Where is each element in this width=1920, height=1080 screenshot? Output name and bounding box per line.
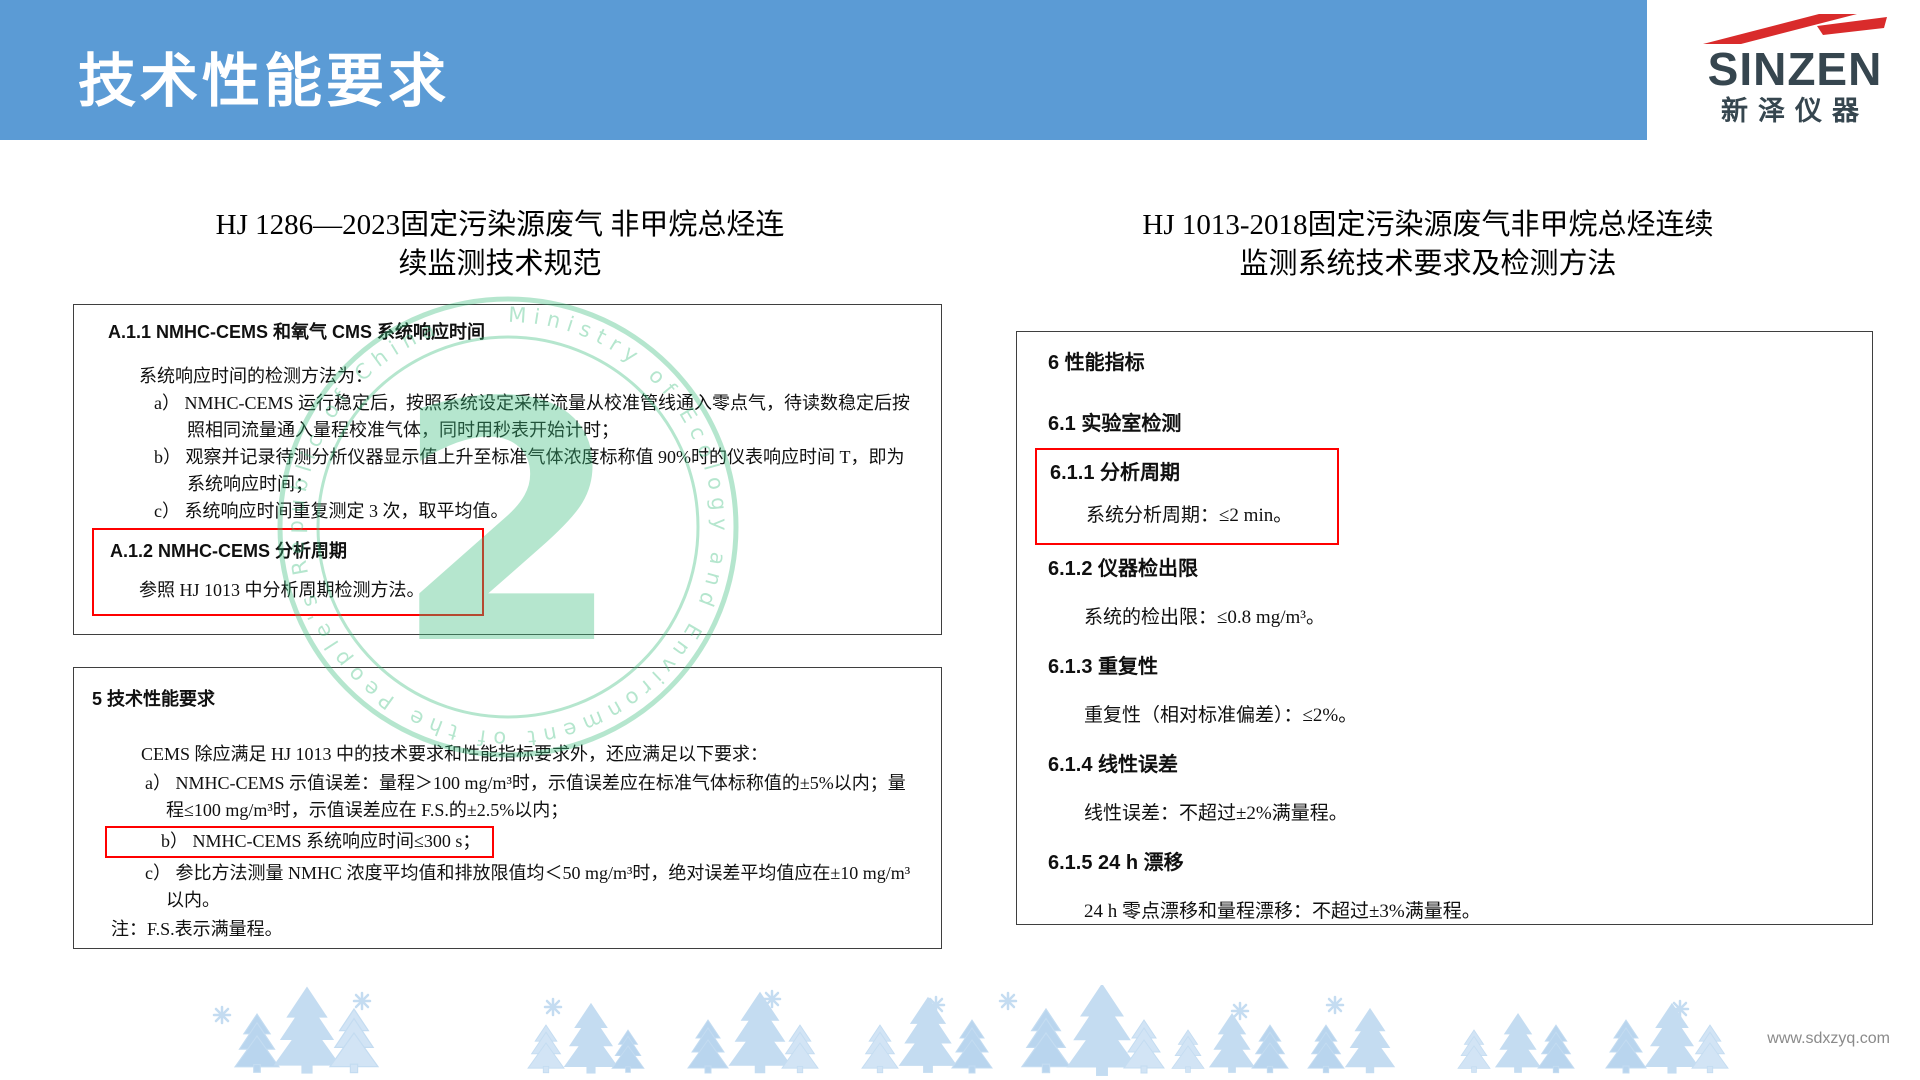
logo-brand-text: SINZEN <box>1707 43 1883 95</box>
clause-heading-5: 5 技术性能要求 <box>92 689 216 709</box>
section-heading-6-1-3: 6.1.3 重复性 <box>1048 656 1159 678</box>
logo-subtitle-text: 新泽仪器 <box>1721 96 1869 126</box>
clause-intro: 系统响应时间的检测方法为： <box>139 366 373 386</box>
section-heading-6-1-2: 6.1.2 仪器检出限 <box>1048 558 1199 580</box>
section-body-6-1-2: 系统的检出限：≤0.8 mg/m³。 <box>1084 607 1325 628</box>
right-doc-title-line1: HJ 1013-2018固定污染源废气非甲烷总烃连续 <box>1142 209 1714 241</box>
section-heading-6: 6 性能指标 <box>1048 352 1145 374</box>
highlight-box-analysis-cycle: A.1.2 NMHC-CEMS 分析周期 参照 HJ 1013 中分析周期检测方… <box>92 528 484 616</box>
right-doc-title: HJ 1013-2018固定污染源废气非甲烷总烃连续 监测系统技术要求及检测方法 <box>1028 206 1828 284</box>
website-url: www.sdxzyq.com <box>1767 1030 1890 1047</box>
clause-heading-a11: A.1.1 NMHC-CEMS 和氧气 CMS 系统响应时间 <box>108 322 486 342</box>
page-title: 技术性能要求 <box>78 49 451 114</box>
left-doc-title: HJ 1286—2023固定污染源废气 非甲烷总烃连 续监测技术规范 <box>100 206 900 284</box>
highlight-box-response-time: b） NMHC-CEMS 系统响应时间≤300 s； <box>105 826 495 858</box>
clause-5-item-b-row: b） NMHC-CEMS 系统响应时间≤300 s； <box>74 826 917 858</box>
section-heading-6-1-1: 6.1.1 分析周期 <box>1050 462 1181 484</box>
left-doc-title-line2: 续监测技术规范 <box>398 248 602 280</box>
section-heading-6-1: 6.1 实验室检测 <box>1048 413 1182 435</box>
clause-item-a: a） NMHC-CEMS 运行稳定后，按照系统设定采样流量从校准管线通入零点气，… <box>154 393 911 440</box>
clause-5-intro: CEMS 除应满足 HJ 1013 中的技术要求和性能指标要求外，还应满足以下要… <box>141 744 769 764</box>
section-body-6-1-5: 24 h 零点漂移和量程漂移：不超过±3%满量程。 <box>1084 901 1481 922</box>
logo-swoosh-icon <box>1703 14 1887 44</box>
header-banner: 技术性能要求 <box>0 0 1647 140</box>
left-doc-title-line1: HJ 1286—2023固定污染源废气 非甲烷总烃连 <box>215 209 785 241</box>
right-doc-box-indicators: 6 性能指标 6.1 实验室检测 6.1.1 分析周期 系统分析周期：≤2 mi… <box>1016 331 1873 925</box>
trees-snow-decoration <box>212 985 1729 1076</box>
clause-5-item-c: c） 参比方法测量 NMHC 浓度平均值和排放限值均＜50 mg/m³时，绝对误… <box>145 863 911 910</box>
clause-item-b: b） 观察并记录待测分析仪器显示值上升至标准气体浓度标称值 90%时的仪表响应时… <box>154 447 905 494</box>
highlight-box-analysis-period: 6.1.1 分析周期 系统分析周期：≤2 min。 <box>1035 448 1339 545</box>
left-doc-box-response-time: A.1.1 NMHC-CEMS 和氧气 CMS 系统响应时间 系统响应时间的检测… <box>73 304 942 635</box>
left-doc-box-performance: 5 技术性能要求 CEMS 除应满足 HJ 1013 中的技术要求和性能指标要求… <box>73 667 942 949</box>
section-body-6-1-4: 线性误差：不超过±2%满量程。 <box>1084 803 1348 824</box>
clause-5-note: 注：F.S.表示满量程。 <box>111 919 283 939</box>
clause-heading-a12: A.1.2 NMHC-CEMS 分析周期 <box>110 541 348 561</box>
section-body-6-1-3: 重复性（相对标准偏差）：≤2%。 <box>1084 705 1358 726</box>
clause-a12-text: 参照 HJ 1013 中分析周期检测方法。 <box>139 580 425 600</box>
clause-item-c: c） 系统响应时间重复测定 3 次，取平均值。 <box>154 501 509 521</box>
section-body-6-1-1: 系统分析周期：≤2 min。 <box>1086 505 1293 526</box>
clause-5-item-a: a） NMHC-CEMS 示值误差：量程＞100 mg/m³时，示值误差应在标准… <box>145 773 906 820</box>
section-heading-6-1-4: 6.1.4 线性误差 <box>1048 754 1179 776</box>
section-heading-6-1-5: 6.1.5 24 h 漂移 <box>1048 852 1184 874</box>
sinzen-logo: SINZEN 新泽仪器 <box>1688 12 1902 128</box>
right-doc-title-line2: 监测系统技术要求及检测方法 <box>1239 248 1617 280</box>
